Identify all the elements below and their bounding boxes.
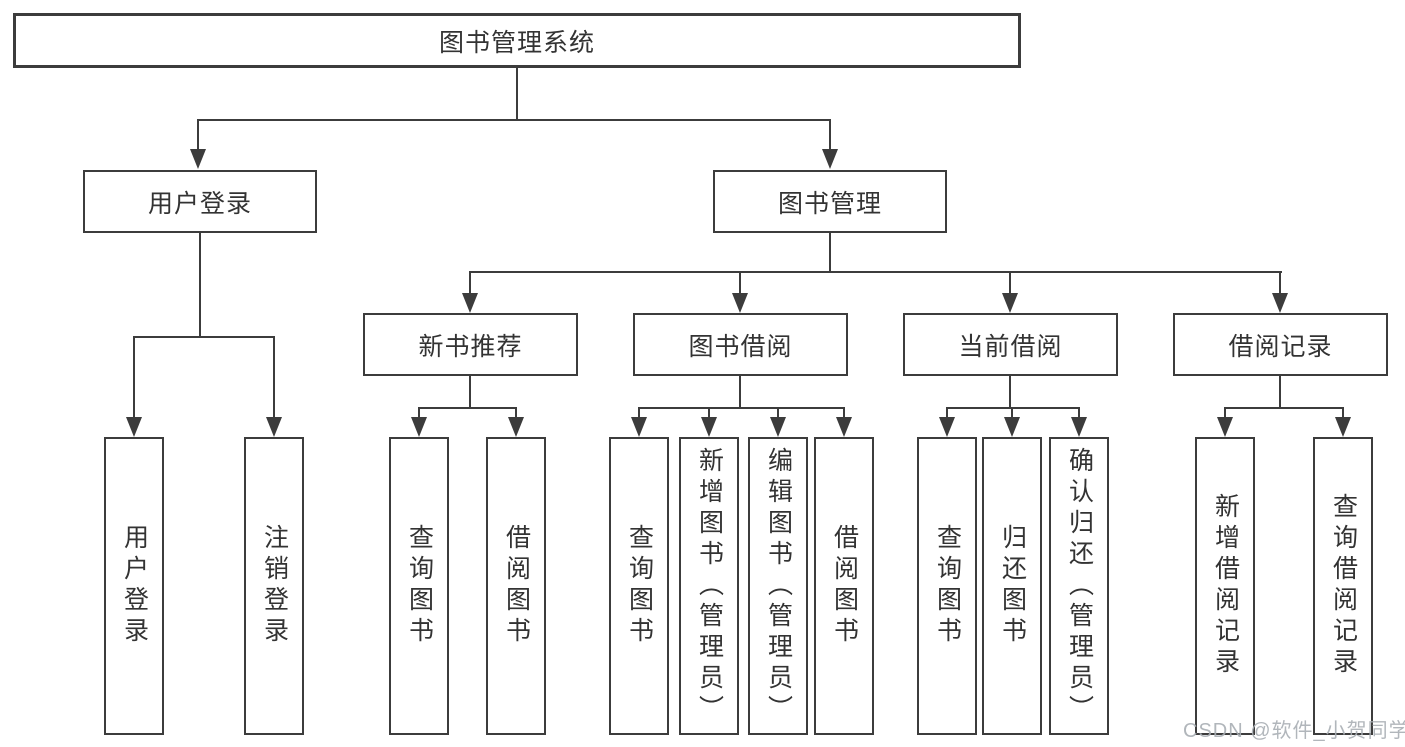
leaf-borrow-books-borrowing-label: 借阅图书 — [830, 524, 859, 648]
arrow-down-icon — [266, 417, 282, 437]
arrow-down-icon — [732, 293, 748, 313]
leaf-edit-book-admin-label: 编辑图书（管理员） — [764, 446, 793, 726]
node-borrow-records-label: 借阅记录 — [1228, 332, 1333, 361]
leaf-return-books-label: 归还图书 — [998, 524, 1027, 648]
connector-line — [1224, 407, 1344, 409]
node-new-book-recommend: 新书推荐 — [363, 313, 578, 376]
watermark: CSDN @软件_小贺同学 — [1183, 720, 1405, 742]
leaf-confirm-return-admin-label: 确认归还（管理员） — [1065, 446, 1094, 726]
node-book-borrowing: 图书借阅 — [633, 313, 848, 376]
connector-line — [515, 407, 517, 419]
connector-line — [1279, 271, 1281, 295]
arrow-down-icon — [411, 417, 427, 437]
connector-line — [1078, 407, 1080, 419]
connector-line — [708, 407, 710, 419]
connector-line — [133, 336, 275, 338]
node-root-label: 图书管理系统 — [438, 28, 595, 57]
leaf-logout-label: 注销登录 — [260, 524, 289, 648]
leaf-return-books: 归还图书 — [982, 437, 1042, 735]
connector-line — [829, 119, 831, 151]
node-book-borrowing-label: 图书借阅 — [688, 332, 793, 361]
connector-line — [197, 119, 199, 151]
connector-line — [516, 67, 518, 121]
connector-line — [1342, 407, 1344, 419]
leaf-query-borrow-record-label: 查询借阅记录 — [1329, 493, 1358, 679]
node-borrow-records: 借阅记录 — [1173, 313, 1388, 376]
leaf-query-books-current: 查询图书 — [917, 437, 977, 735]
node-book-management: 图书管理 — [713, 170, 947, 233]
connector-line — [199, 232, 201, 338]
node-current-borrowing: 当前借阅 — [903, 313, 1118, 376]
arrow-down-icon — [1217, 417, 1233, 437]
leaf-query-books-borrowing-label: 查询图书 — [625, 524, 654, 648]
arrow-down-icon — [631, 417, 647, 437]
arrow-down-icon — [1272, 293, 1288, 313]
arrow-down-icon — [701, 417, 717, 437]
leaf-query-borrow-record: 查询借阅记录 — [1313, 437, 1373, 735]
leaf-confirm-return-admin: 确认归还（管理员） — [1049, 437, 1109, 735]
arrow-down-icon — [1335, 417, 1351, 437]
connector-line — [638, 407, 845, 409]
connector-line — [946, 407, 948, 419]
connector-line — [1009, 375, 1011, 409]
connector-line — [843, 407, 845, 419]
leaf-borrow-books-recommend: 借阅图书 — [486, 437, 546, 735]
arrow-down-icon — [1004, 417, 1020, 437]
node-user-login: 用户登录 — [83, 170, 317, 233]
connector-line — [638, 407, 640, 419]
arrow-down-icon — [770, 417, 786, 437]
arrow-down-icon — [462, 293, 478, 313]
leaf-query-books-current-label: 查询图书 — [933, 524, 962, 648]
connector-line — [1279, 375, 1281, 409]
leaf-add-book-admin: 新增图书（管理员） — [679, 437, 739, 735]
connector-line — [418, 407, 420, 419]
connector-line — [739, 375, 741, 409]
connector-line — [1224, 407, 1226, 419]
leaf-query-books-borrowing: 查询图书 — [609, 437, 669, 735]
connector-line — [418, 407, 517, 409]
connector-line — [946, 407, 1080, 409]
connector-line — [197, 119, 831, 121]
leaf-borrow-books-recommend-label: 借阅图书 — [502, 524, 531, 648]
connector-line — [469, 271, 471, 295]
arrow-down-icon — [190, 149, 206, 169]
arrow-down-icon — [1002, 293, 1018, 313]
connector-line — [777, 407, 779, 419]
connector-line — [469, 375, 471, 409]
arrow-down-icon — [822, 149, 838, 169]
arrow-down-icon — [508, 417, 524, 437]
connector-line — [133, 336, 135, 418]
node-root: 图书管理系统 — [13, 13, 1021, 68]
leaf-logout: 注销登录 — [244, 437, 304, 735]
connector-line — [273, 336, 275, 418]
node-user-login-label: 用户登录 — [147, 189, 252, 218]
leaf-add-borrow-record-label: 新增借阅记录 — [1211, 493, 1240, 679]
leaf-query-books-recommend-label: 查询图书 — [405, 524, 434, 648]
node-book-management-label: 图书管理 — [777, 189, 882, 218]
leaf-edit-book-admin: 编辑图书（管理员） — [748, 437, 808, 735]
connector-line — [829, 232, 831, 273]
node-current-borrowing-label: 当前借阅 — [958, 332, 1063, 361]
leaf-query-books-recommend: 查询图书 — [389, 437, 449, 735]
connector-line — [1011, 407, 1013, 419]
connector-line — [1009, 271, 1011, 295]
node-new-book-recommend-label: 新书推荐 — [418, 332, 523, 361]
leaf-add-book-admin-label: 新增图书（管理员） — [695, 446, 724, 726]
leaf-borrow-books-borrowing: 借阅图书 — [814, 437, 874, 735]
leaf-user-login: 用户登录 — [104, 437, 164, 735]
arrow-down-icon — [836, 417, 852, 437]
arrow-down-icon — [1071, 417, 1087, 437]
arrow-down-icon — [939, 417, 955, 437]
leaf-user-login-label: 用户登录 — [120, 524, 149, 648]
arrow-down-icon — [126, 417, 142, 437]
connector-line — [739, 271, 741, 295]
connector-line — [469, 271, 1282, 273]
leaf-add-borrow-record: 新增借阅记录 — [1195, 437, 1255, 735]
